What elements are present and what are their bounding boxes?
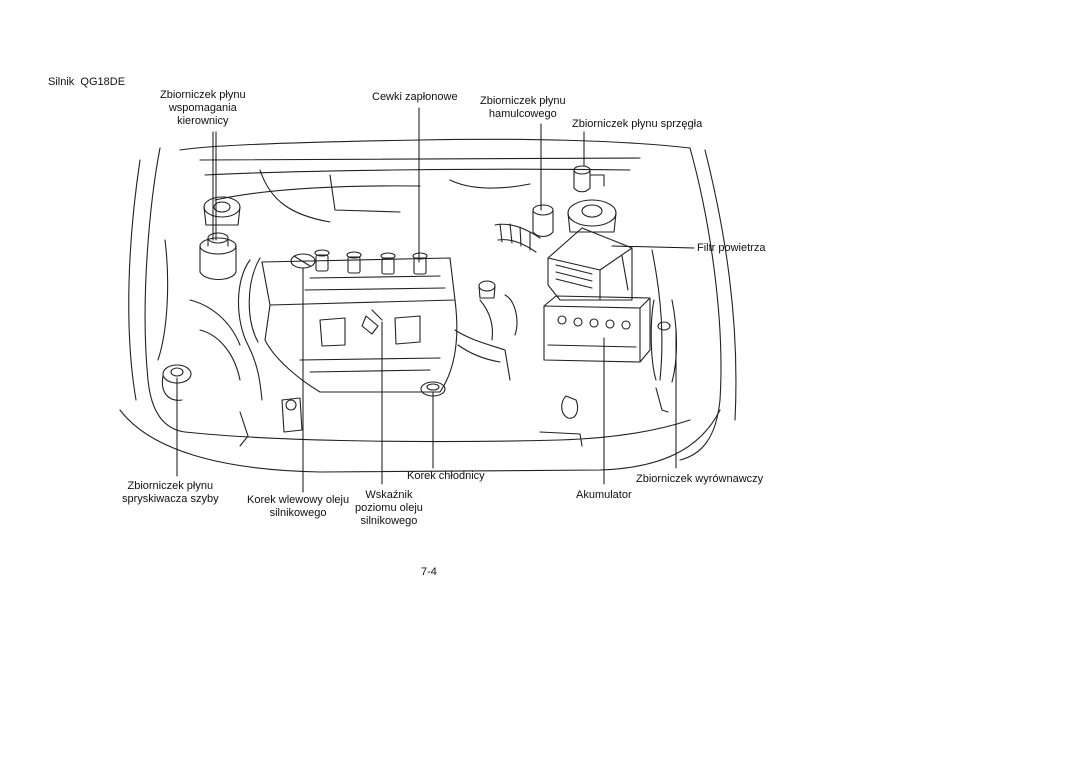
firewall — [199, 157, 641, 223]
air-filter-box — [547, 227, 633, 301]
washer-reservoir-cap — [161, 364, 192, 401]
label-battery: Akumulator — [576, 489, 632, 501]
label-oil-filler-cap: Korek wlewowy oleju silnikowego — [247, 494, 350, 519]
label-oil-dipstick: Wskaźnik poziomu oleju silnikowego — [355, 489, 423, 527]
oil-dipstick — [361, 309, 383, 335]
diagram-title: Silnik QG18DE — [48, 76, 126, 88]
page-number: 7-4 — [421, 566, 437, 578]
label-expansion-tank: Zbiorniczek wyrównawczy — [636, 473, 764, 485]
ignition-coils — [314, 249, 428, 275]
power-steering-reservoir — [199, 232, 237, 281]
clutch-reservoir — [573, 165, 605, 193]
brake-reservoir — [532, 204, 554, 238]
hoses — [189, 257, 518, 401]
battery — [543, 295, 651, 363]
front-brackets — [239, 387, 669, 447]
label-radiator-cap: Korek chłodnicy — [407, 470, 485, 482]
label-ignition-coils: Cewki zapłonowe — [372, 91, 458, 103]
strut-tower-right — [567, 199, 617, 233]
label-brake-reservoir: Zbiorniczek płynu hamulcowego — [480, 95, 566, 120]
engine-block — [261, 257, 458, 393]
strut-tower-left — [203, 196, 241, 226]
label-steering-reservoir: Zbiorniczek płynu wspomagania kierownicy — [160, 89, 246, 127]
car-body-outline — [119, 138, 737, 473]
expansion-tank — [650, 299, 678, 383]
label-washer-reservoir: Zbiorniczek płynu spryskiwacza szyby — [122, 480, 219, 505]
label-clutch-reservoir: Zbiorniczek płynu sprzęgła — [572, 118, 703, 130]
intake-hose — [494, 223, 541, 253]
leader-lines — [176, 107, 695, 493]
